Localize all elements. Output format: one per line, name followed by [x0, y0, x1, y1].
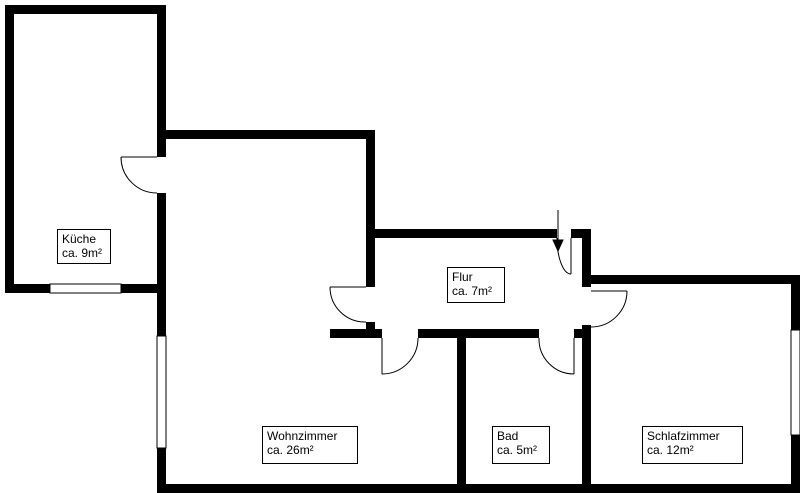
room-area: ca. 7m² [452, 284, 493, 298]
wall-bad-left [457, 329, 466, 493]
wall-schlafzimmer-left [582, 329, 591, 493]
door-swing-icon [381, 337, 419, 375]
entrance-arrow-icon [552, 210, 564, 253]
wall-schlafzimmer-right-upper [791, 275, 800, 330]
wall-flur-bottom-left [330, 329, 382, 338]
wall-wohnzimmer-left-upper [157, 284, 166, 336]
door-swing-icon [329, 286, 367, 323]
wall-wohnzimmer-right-upper [366, 130, 375, 287]
room-area: ca. 12m² [647, 443, 694, 457]
room-name: Küche [62, 232, 97, 246]
room-name: Flur [452, 270, 473, 284]
wall-kueche-bottom-right [121, 284, 166, 293]
room-label-schlafzimmer: Schlafzimmer ca. 12m² [642, 426, 743, 464]
doors [120, 156, 628, 375]
wall-flur-right-upper [582, 229, 591, 287]
room-name: Schlafzimmer [647, 429, 720, 443]
wall-schlafzimmer-top [582, 275, 800, 284]
window-icon [49, 283, 122, 294]
wall-wohnzimmer-right-stub [366, 322, 375, 334]
wall-kueche-bottom-left [5, 284, 50, 293]
wall-wohnzimmer-left-lower [157, 448, 166, 493]
room-label-wohnzimmer: Wohnzimmer ca. 26m² [262, 426, 358, 464]
wall-kueche-right-lower [157, 193, 166, 293]
window-icon [790, 329, 800, 436]
wall-flur-bottom-mid [418, 329, 539, 338]
door-swing-icon [538, 337, 575, 375]
room-label-kueche: Küche ca. 9m² [57, 229, 111, 264]
room-area: ca. 5m² [497, 443, 538, 457]
room-name: Bad [497, 429, 519, 443]
wall-flur-top-right [571, 229, 591, 238]
wall-kueche-right-upper [157, 5, 166, 157]
room-area: ca. 9m² [62, 246, 103, 260]
wall-kueche-left [5, 5, 14, 293]
windows [49, 283, 800, 449]
wall-wohnzimmer-bottom [157, 484, 800, 493]
room-name: Wohnzimmer [267, 429, 338, 443]
wall-schlafzimmer-right-lower [791, 435, 800, 493]
door-swing-icon [120, 156, 158, 194]
room-label-flur: Flur ca. 7m² [447, 267, 505, 303]
room-label-bad: Bad ca. 5m² [492, 426, 550, 464]
wall-wohnzimmer-top [157, 130, 375, 139]
wall-kueche-top [5, 5, 166, 14]
door-swing-icon [590, 290, 628, 328]
window-icon [156, 335, 167, 449]
wall-flur-top-left [366, 229, 557, 238]
room-area: ca. 26m² [267, 443, 314, 457]
walls [5, 5, 800, 493]
